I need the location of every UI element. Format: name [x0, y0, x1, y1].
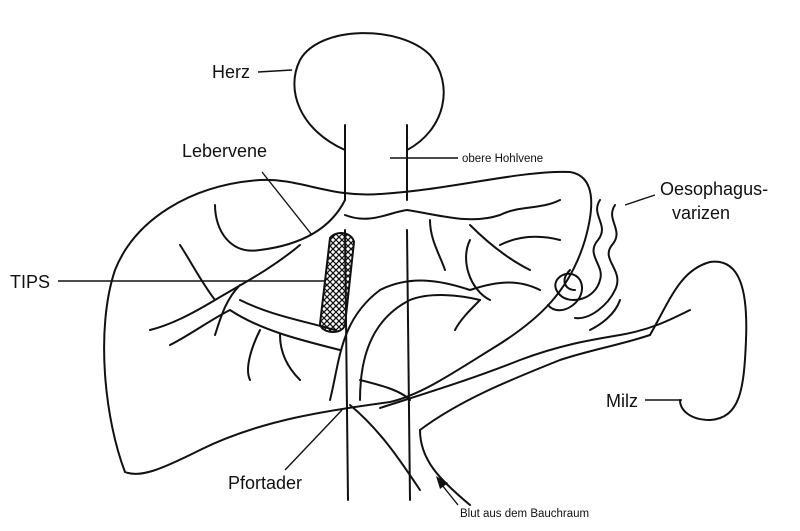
- label-lebervene: Lebervene: [182, 141, 267, 161]
- portal-vein: [169, 279, 541, 401]
- vena-cava: [344, 124, 411, 501]
- oesophagus-leader: [624, 194, 656, 206]
- label-tips: TIPS: [10, 272, 50, 292]
- hepatic-veins: [149, 199, 561, 336]
- spleen-shape: [649, 260, 748, 421]
- label-herz: Herz: [212, 62, 250, 82]
- label-obere-hohlvene: obere Hohlvene: [462, 153, 543, 165]
- blood-flow-arrow-icon: [436, 476, 459, 506]
- lebervene-leader: [261, 171, 313, 236]
- label-milz: Milz: [606, 391, 638, 411]
- label-varizen: varizen: [672, 203, 730, 223]
- label-blut-aus-dem-bauchraum: Blut aus dem Bauchraum: [460, 508, 589, 520]
- tips-stent: [318, 232, 356, 333]
- label-pfortader: Pfortader: [228, 473, 302, 493]
- esophageal-varices: [547, 199, 621, 331]
- herz-leader: [257, 69, 293, 73]
- pfortader-leader: [284, 409, 343, 471]
- label-oesophagus: Oesophagus-: [660, 179, 768, 199]
- splenic-vein: [349, 309, 691, 506]
- liver-outline: [103, 170, 593, 475]
- heart-shape: [293, 32, 445, 151]
